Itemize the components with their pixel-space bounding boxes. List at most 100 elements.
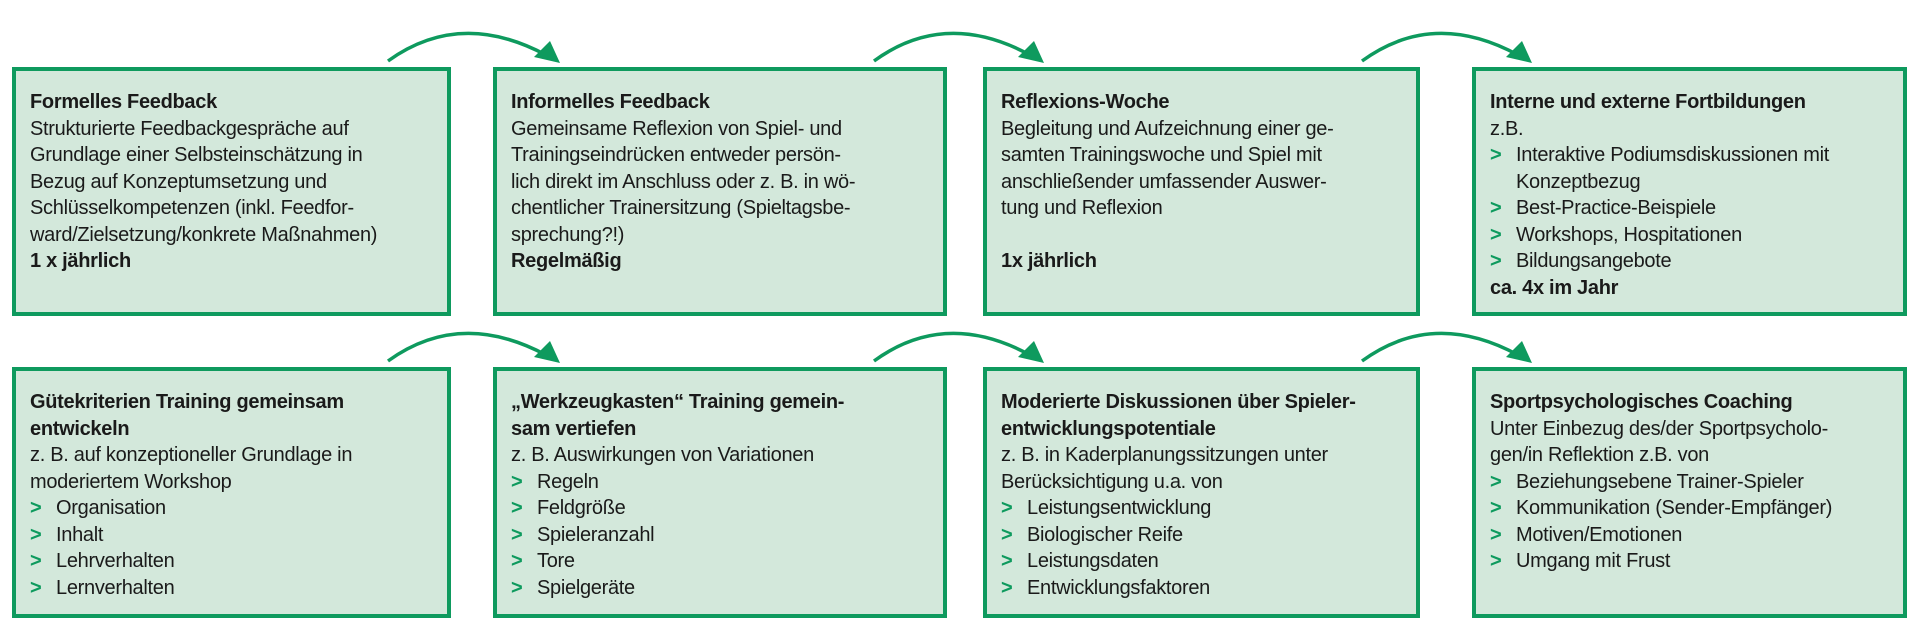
box-text: ward/Zielsetzung/konkrete Maßnahmen) xyxy=(30,223,378,246)
list-item: >Kommunikation (Sender-Empfänger) xyxy=(1490,495,1889,522)
box-frequency: Regelmäßig xyxy=(511,250,622,272)
spacer xyxy=(1001,222,1402,249)
chevron-right-icon: > xyxy=(1490,223,1502,246)
list-item: > Best-Practice-Beispiele xyxy=(1490,195,1889,222)
list-item: >Bildungsangebote xyxy=(1490,248,1889,275)
chevron-right-icon: > xyxy=(1490,197,1502,219)
box-title: Moderierte Diskussionen über Spieler- xyxy=(1001,391,1356,413)
box-title: Formelles Feedback xyxy=(30,91,217,113)
box-intro: z.B. xyxy=(1490,117,1524,140)
box-text: Grundlage einer Selbsteinschätzung in xyxy=(30,144,363,166)
list-item-text: Tore xyxy=(537,550,575,572)
box-text: Strukturierte Feedbackgespräche auf xyxy=(30,117,349,140)
chevron-right-icon: > xyxy=(1001,550,1013,572)
list-item-text: Regeln xyxy=(537,470,599,493)
flow-arrow-icon xyxy=(386,31,560,63)
flow-arrow-icon xyxy=(1360,331,1532,363)
list-item: > Lernverhalten xyxy=(30,575,433,602)
chevron-right-icon: > xyxy=(1490,497,1502,519)
box-title: sam vertiefen xyxy=(511,417,637,440)
list-item: > Leistungsdaten xyxy=(1001,548,1402,575)
chevron-right-icon: > xyxy=(511,523,523,546)
box-text: Gemeinsame Reflexion von Spiel- und xyxy=(511,117,842,140)
box-text: Begleitung und Aufzeichnung einer ge- xyxy=(1001,117,1334,140)
list-item-text: Lehrverhalten xyxy=(56,550,175,572)
list-item: > Spielgeräte xyxy=(511,575,929,602)
list-item: > Tore xyxy=(511,548,929,575)
chevron-right-icon: > xyxy=(1490,470,1502,493)
list-item-text: Best-Practice-Beispiele xyxy=(1516,197,1716,219)
box-text: sprechung?!) xyxy=(511,223,625,246)
box-text: lich direkt im Anschluss oder z. B. in w… xyxy=(511,170,856,193)
list-item-text: Feldgröße xyxy=(537,497,626,519)
box-title: Interne und externe Fortbildungen xyxy=(1490,91,1806,113)
list-item-text: Spieleranzahl xyxy=(537,523,655,546)
box-text: Trainingseindrücken entweder persön- xyxy=(511,144,841,166)
flow-arrow-icon xyxy=(872,31,1044,63)
chevron-right-icon: > xyxy=(511,470,523,493)
list-item-text: Motiven/Emotionen xyxy=(1516,523,1683,546)
list-item: >Umgang mit Frust xyxy=(1490,548,1889,575)
chevron-right-icon: > xyxy=(30,576,42,599)
chevron-right-icon: > xyxy=(511,550,523,572)
chevron-right-icon: > xyxy=(1490,523,1502,546)
step-box: „Werkzeugkasten“ Training gemein-sam ver… xyxy=(493,367,947,618)
box-title: Gütekriterien Training gemeinsam xyxy=(30,391,344,413)
chevron-right-icon: > xyxy=(511,497,523,519)
list-item: > Beziehungsebene Trainer-Spieler xyxy=(1490,469,1889,496)
box-frequency: 1x jährlich xyxy=(1001,250,1097,272)
box-intro: moderiertem Workshop xyxy=(30,470,232,493)
list-item: >Lehrverhalten xyxy=(30,548,433,575)
box-title: entwickeln xyxy=(30,417,130,440)
chevron-right-icon: > xyxy=(1001,576,1013,599)
chevron-right-icon: > xyxy=(511,576,523,599)
box-intro: Berücksichtigung u.a. von xyxy=(1001,470,1223,493)
list-item-text: Leistungsentwicklung xyxy=(1027,497,1212,519)
box-text: samten Trainingswoche und Spiel mit xyxy=(1001,144,1322,166)
box-intro: z. B. in Kaderplanungssitzungen unter xyxy=(1001,444,1328,466)
list-item: > Feldgröße xyxy=(511,495,929,522)
list-item-text: Entwicklungsfaktoren xyxy=(1027,576,1210,599)
list-item-text: Inhalt xyxy=(56,523,104,546)
box-title: Sportpsychologisches Coaching xyxy=(1490,391,1793,413)
flow-arrow-icon xyxy=(386,331,560,363)
box-title: „Werkzeugkasten“ Training gemein- xyxy=(511,391,845,413)
list-item: >Organisation xyxy=(30,495,433,522)
list-item: > Motiven/Emotionen xyxy=(1490,522,1889,549)
box-title: Reflexions-Woche xyxy=(1001,91,1170,113)
box-text: Bezug auf Konzeptumsetzung und xyxy=(30,170,327,193)
list-item: >Workshops, Hospitationen xyxy=(1490,222,1889,249)
box-text: anschließender umfassender Auswer- xyxy=(1001,170,1327,193)
chevron-right-icon: > xyxy=(1490,144,1502,166)
list-item: >Biologischer Reife xyxy=(1001,522,1402,549)
flow-arrow-icon xyxy=(872,331,1044,363)
list-item-text: Organisation xyxy=(56,497,166,519)
box-frequency: ca. 4x im Jahr xyxy=(1490,276,1619,299)
list-item: > Interaktive Podiumsdiskussionen mit Kon… xyxy=(1490,142,1889,195)
list-item: > Spieleranzahl xyxy=(511,522,929,549)
list-item-text: Leistungsdaten xyxy=(1027,550,1159,572)
box-intro: z. B. auf konzeptioneller Grundlage in xyxy=(30,444,353,466)
list-item-text: Beziehungsebene Trainer-Spieler xyxy=(1516,470,1804,493)
chevron-right-icon: > xyxy=(1001,497,1013,519)
box-title: Informelles Feedback xyxy=(511,91,710,113)
box-text: Schlüsselkompetenzen (inkl. Feedfor- xyxy=(30,197,354,219)
step-box: Gütekriterien Training gemeinsam entwicke… xyxy=(12,367,451,618)
list-item-text: Biologischer Reife xyxy=(1027,523,1183,546)
box-intro: Unter Einbezug des/der Sportpsycholo- xyxy=(1490,417,1828,440)
list-item-text: Interaktive Podiumsdiskussionen mit Konz… xyxy=(1516,144,1829,193)
chevron-right-icon: > xyxy=(1490,550,1502,572)
box-intro: gen/in Reflektion z.B. von xyxy=(1490,444,1709,466)
list-item-text: Spielgeräte xyxy=(537,576,635,599)
box-text: chentlicher Trainersitzung (Spieltagsbe- xyxy=(511,197,851,219)
step-box: Moderierte Diskussionen über Spieler-ent… xyxy=(983,367,1420,618)
box-frequency: 1 x jährlich xyxy=(30,250,131,272)
step-box: Interne und externe Fortbildungen z.B. > In… xyxy=(1472,67,1907,316)
list-item-text: Lernverhalten xyxy=(56,576,175,599)
box-title: entwicklungspotentiale xyxy=(1001,417,1216,440)
list-item: > Entwicklungsfaktoren xyxy=(1001,575,1402,602)
